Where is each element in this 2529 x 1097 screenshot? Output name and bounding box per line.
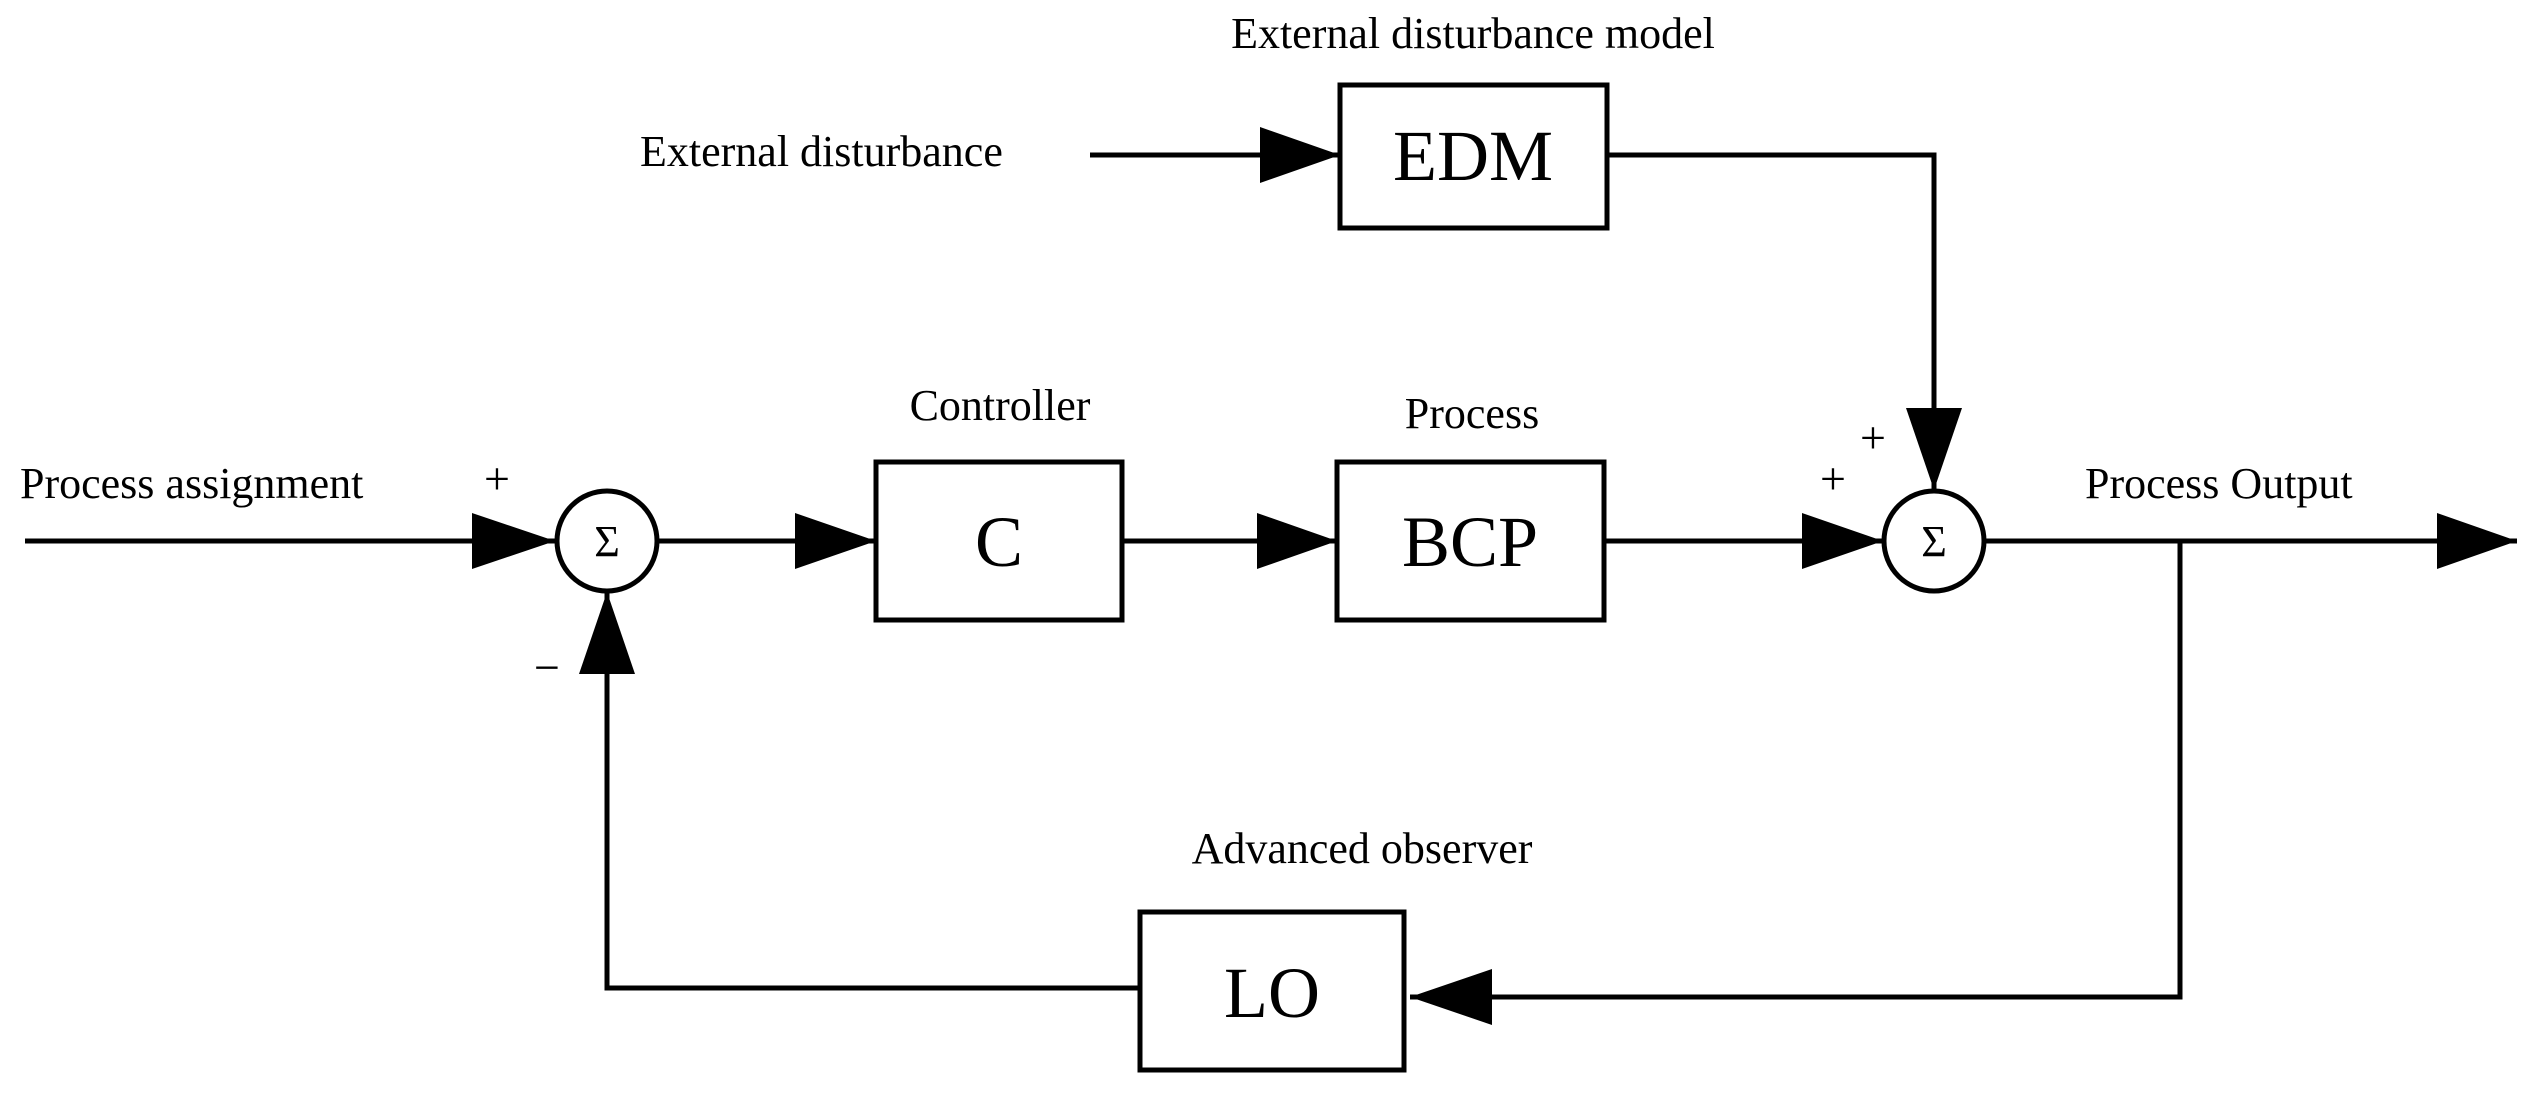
controller-caption: Controller: [910, 381, 1091, 430]
sum2-symbol: Σ: [1921, 517, 1947, 566]
edm-label: EDM: [1393, 116, 1553, 196]
arrowhead-process-input: [1257, 513, 1337, 569]
arrowhead-sum1-feedback: [579, 592, 635, 674]
sum2-plus-sign-process: +: [1820, 453, 1846, 504]
arrowhead-output: [2437, 513, 2517, 569]
process-output-label: Process Output: [2085, 459, 2353, 508]
arrowhead-sum2-disturbance: [1906, 408, 1962, 490]
arrowhead-edm-input: [1260, 127, 1340, 183]
arrowhead-observer-input: [1410, 969, 1492, 1025]
observer-caption: Advanced observer: [1192, 824, 1533, 873]
edm-block: [1337, 82, 1610, 231]
sum1-minus-sign: −: [534, 642, 560, 693]
process-block: [1334, 459, 1607, 623]
sum2-junction: [1881, 488, 1987, 594]
arrow-observer-to-sum1: [604, 592, 1140, 991]
arrowhead-sum2-process: [1802, 513, 1883, 569]
controller-block: [873, 459, 1125, 623]
arrowhead-sum1-input: [472, 513, 555, 569]
sum1-junction: [554, 488, 660, 594]
process-label: BCP: [1402, 502, 1538, 582]
arrow-output-to-observer: [1410, 541, 2183, 1000]
process-caption: Process: [1405, 389, 1539, 438]
process-assignment-label: Process assignment: [20, 459, 363, 508]
sum1-plus-sign: +: [484, 453, 510, 504]
sum1-symbol: Σ: [594, 517, 620, 566]
edm-caption: External disturbance model: [1231, 9, 1715, 58]
observer-label: LO: [1224, 953, 1320, 1033]
sum2-plus-sign-disturbance: +: [1860, 412, 1886, 463]
observer-block: [1137, 909, 1407, 1073]
arrowhead-controller-input: [795, 513, 876, 569]
external-disturbance-label: External disturbance: [640, 127, 1003, 176]
controller-label: C: [975, 502, 1023, 582]
arrow-edm-to-sum2: [1607, 152, 1937, 490]
